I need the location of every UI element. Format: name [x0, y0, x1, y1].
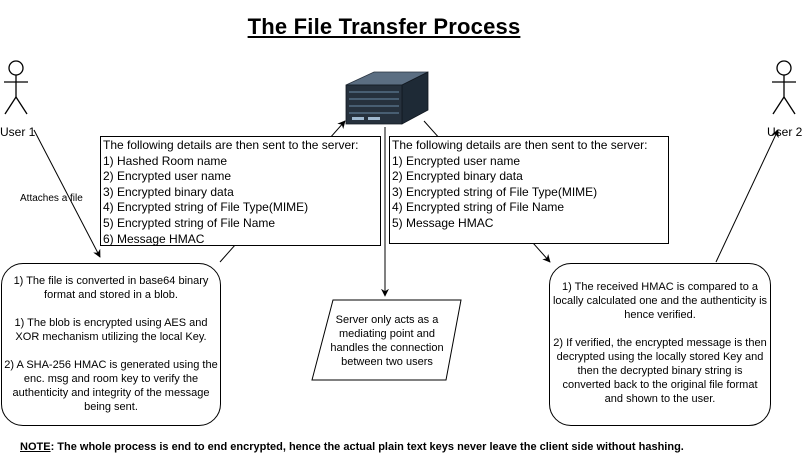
server-icon	[345, 71, 429, 125]
client-details-item: 6) Message HMAC	[103, 231, 205, 246]
user2-label: User 2	[767, 125, 803, 139]
server-details-item: 2) Encrypted binary data	[392, 169, 523, 184]
footer-note: NOTE: The whole process is end to end en…	[20, 441, 780, 453]
sender-step: 1) The file is converted in base64 binar…	[13, 275, 209, 301]
deliver-to-user2-arrow	[715, 129, 779, 263]
user1-label: User 1	[0, 125, 36, 139]
client-details-item: 3) Encrypted binary data	[103, 184, 234, 199]
receiver-step: 1) The received HMAC is compared to a lo…	[552, 281, 768, 321]
server-details-item: 4) Encrypted string of File Name	[392, 200, 565, 215]
client-details-box: The following details are then sent to t…	[100, 136, 381, 246]
server-details-box: The following details are then sent to t…	[389, 136, 669, 244]
client-details-heading: The following details are then sent to t…	[103, 138, 359, 152]
user1-actor-icon	[4, 60, 28, 115]
client-details-item: 5) Encrypted string of File Name	[103, 215, 276, 230]
note-prefix: NOTE	[20, 441, 51, 453]
attach-file-arrow	[33, 129, 101, 258]
server-details-heading: The following details are then sent to t…	[392, 138, 648, 152]
server-note-shape	[311, 299, 462, 381]
note-text: : The whole process is end to end encryp…	[50, 441, 684, 453]
receiver-process-box: 1) The received HMAC is compared to a lo…	[549, 263, 771, 426]
receiver-step: 2) If verified, the encrypted message is…	[553, 337, 767, 405]
user2-actor-icon	[772, 60, 796, 115]
sender-step: 2) A SHA-256 HMAC is generated using the…	[4, 359, 218, 413]
attach-file-label: Attaches a file	[20, 193, 83, 204]
sender-step: 1) The blob is encrypted using AES and X…	[14, 317, 208, 343]
client-details-item: 2) Encrypted user name	[103, 169, 232, 184]
server-note-text: Server only acts as a mediating point an…	[330, 314, 444, 368]
client-details-item: 4) Encrypted string of File Type(MIME)	[103, 200, 309, 215]
server-details-item: 3) Encrypted string of File Type(MIME)	[392, 184, 598, 199]
server-details-item: 1) Encrypted user name	[392, 153, 521, 168]
server-details-item: 5) Message HMAC	[392, 215, 494, 230]
sender-process-box: 1) The file is converted in base64 binar…	[1, 263, 221, 426]
client-details-item: 1) Hashed Room name	[103, 153, 228, 168]
diagram-title: The File Transfer Process	[247, 14, 521, 39]
